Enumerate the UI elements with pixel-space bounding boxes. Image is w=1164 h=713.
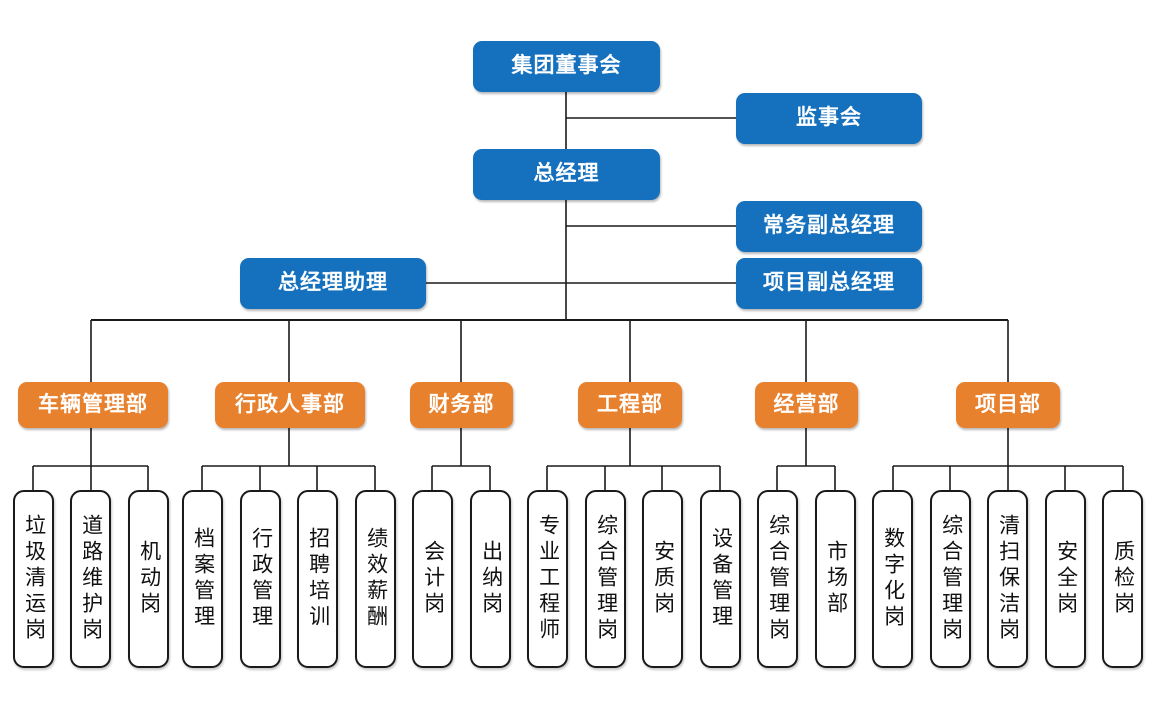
node-label: 档案管理 [191, 527, 215, 631]
node-position[interactable]: 绩效薪酬 [355, 490, 396, 668]
node-label: 清扫保洁岗 [996, 514, 1020, 644]
node-label: 监事会 [796, 106, 862, 130]
node-label: 招聘培训 [306, 527, 330, 631]
node-label: 出纳岗 [479, 540, 503, 618]
node-label: 绩效薪酬 [364, 527, 388, 631]
node-label: 车辆管理部 [38, 392, 148, 416]
node-position[interactable]: 行政管理 [240, 490, 281, 668]
node-label: 综合管理岗 [939, 514, 963, 644]
node-supervisory-board[interactable]: 监事会 [736, 93, 922, 144]
node-board-of-directors[interactable]: 集团董事会 [473, 41, 660, 92]
node-label: 市场部 [824, 540, 848, 618]
node-department-finance[interactable]: 财务部 [410, 382, 513, 428]
node-label: 机动岗 [137, 540, 161, 618]
node-label: 经营部 [773, 392, 840, 416]
node-label: 项目副总经理 [763, 271, 895, 295]
node-position[interactable]: 综合管理岗 [585, 490, 626, 668]
node-position[interactable]: 招聘培训 [297, 490, 338, 668]
node-position[interactable]: 专业工程师 [527, 490, 568, 668]
node-position[interactable]: 档案管理 [182, 490, 223, 668]
node-project-deputy-general-manager[interactable]: 项目副总经理 [736, 258, 922, 309]
node-position[interactable]: 设备管理 [700, 490, 741, 668]
node-executive-deputy-general-manager[interactable]: 常务副总经理 [736, 201, 922, 252]
node-label: 财务部 [428, 392, 495, 416]
node-general-manager[interactable]: 总经理 [473, 149, 660, 200]
node-label: 数字化岗 [881, 527, 905, 631]
node-department-admin-hr[interactable]: 行政人事部 [215, 382, 365, 428]
node-label: 行政管理 [249, 527, 273, 631]
node-position[interactable]: 会计岗 [412, 490, 453, 668]
node-position[interactable]: 数字化岗 [872, 490, 913, 668]
node-label: 总经理 [533, 162, 600, 186]
node-label: 垃圾清运岗 [22, 514, 46, 644]
node-label: 综合管理岗 [594, 514, 618, 644]
node-label: 质检岗 [1111, 540, 1135, 618]
node-position[interactable]: 垃圾清运岗 [13, 490, 54, 668]
node-position[interactable]: 综合管理岗 [757, 490, 798, 668]
node-position[interactable]: 市场部 [815, 490, 856, 668]
node-label: 项目部 [975, 392, 1041, 416]
node-label: 设备管理 [709, 527, 733, 631]
node-label: 综合管理岗 [766, 514, 790, 644]
node-position[interactable]: 机动岗 [128, 490, 169, 668]
node-position[interactable]: 出纳岗 [470, 490, 511, 668]
node-position[interactable]: 清扫保洁岗 [987, 490, 1028, 668]
node-label: 安质岗 [651, 540, 675, 618]
node-position[interactable]: 道路维护岗 [70, 490, 111, 668]
node-label: 安全岗 [1054, 540, 1078, 618]
node-label: 道路维护岗 [79, 514, 103, 644]
node-label: 行政人事部 [235, 392, 345, 416]
node-label: 工程部 [597, 392, 663, 416]
node-position[interactable]: 安全岗 [1045, 490, 1086, 668]
node-label: 集团董事会 [511, 54, 622, 78]
node-position[interactable]: 安质岗 [642, 490, 683, 668]
node-position[interactable]: 综合管理岗 [930, 490, 971, 668]
node-department-business-operations[interactable]: 经营部 [755, 382, 858, 428]
node-general-manager-assistant[interactable]: 总经理助理 [240, 258, 426, 309]
node-label: 会计岗 [421, 540, 445, 618]
node-department-engineering[interactable]: 工程部 [578, 382, 682, 428]
node-department-project[interactable]: 项目部 [956, 382, 1060, 428]
node-label: 总经理助理 [278, 271, 388, 295]
node-department-vehicle-management[interactable]: 车辆管理部 [18, 382, 168, 428]
node-position[interactable]: 质检岗 [1102, 490, 1143, 668]
node-label: 专业工程师 [536, 514, 560, 644]
node-label: 常务副总经理 [763, 214, 895, 238]
